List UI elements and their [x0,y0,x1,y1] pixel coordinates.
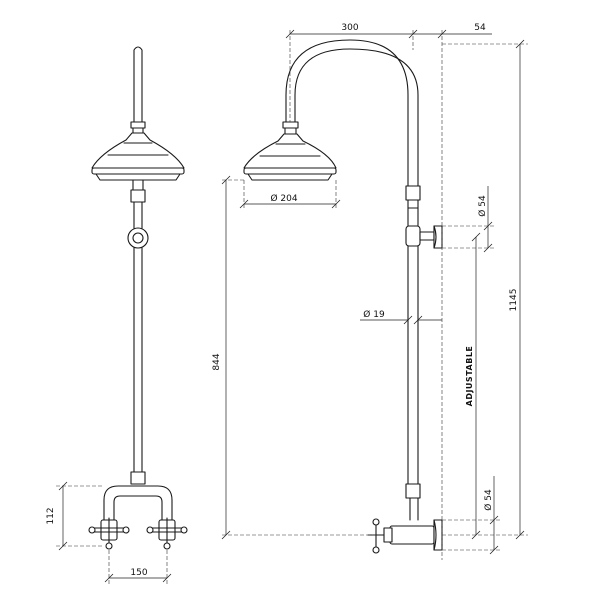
mixer-height-label: 112 [46,507,56,524]
dim-head-height: 844 [212,175,376,540]
tap-centers-label: 150 [130,568,147,578]
front-mixer-bridge [103,485,173,531]
shower-head-diameter-label: Ø 204 [270,193,297,204]
dim-head-to-riser: 300 [285,23,418,122]
dim-bracket-diameter-upper: Ø 54 [442,186,494,253]
dim-riser-to-wall: 54 [413,23,492,39]
dim-shower-head-diameter: Ø 204 [239,180,341,210]
side-lower-elbow [405,483,421,521]
dim-tap-centers: 150 [104,550,172,584]
bracket-diameter-upper-label: Ø 54 [477,195,488,217]
riser-to-wall-label: 54 [474,23,486,33]
front-vertical-rail [127,179,149,485]
dim-bracket-diameter-lower: Ø 54 [442,476,500,555]
front-left-tap [88,517,130,550]
dim-mixer-height: 112 [46,481,104,551]
pipe-diameter-label: Ø 19 [363,309,385,320]
adjustable-label: ADJUSTABLE [465,346,474,407]
dim-adjustable: ADJUSTABLE [465,232,481,540]
side-shower-head [243,121,337,181]
dim-pipe-diameter: Ø 19 [360,309,442,325]
side-upper-bracket [405,225,443,249]
side-mixer-body [367,518,443,554]
front-shower-head [91,132,185,181]
side-riser-rail [405,185,421,485]
dim-overall-height: 1145 [442,39,528,540]
front-upper-riser [130,46,146,134]
head-height-label: 844 [212,353,222,370]
overall-height-label: 1145 [509,289,519,312]
head-to-riser-label: 300 [341,23,358,33]
bracket-diameter-lower-label: Ø 54 [483,489,494,511]
front-right-tap [146,517,188,550]
side-gooseneck-arm [285,39,419,187]
front-view [88,46,188,550]
side-view [243,39,443,554]
